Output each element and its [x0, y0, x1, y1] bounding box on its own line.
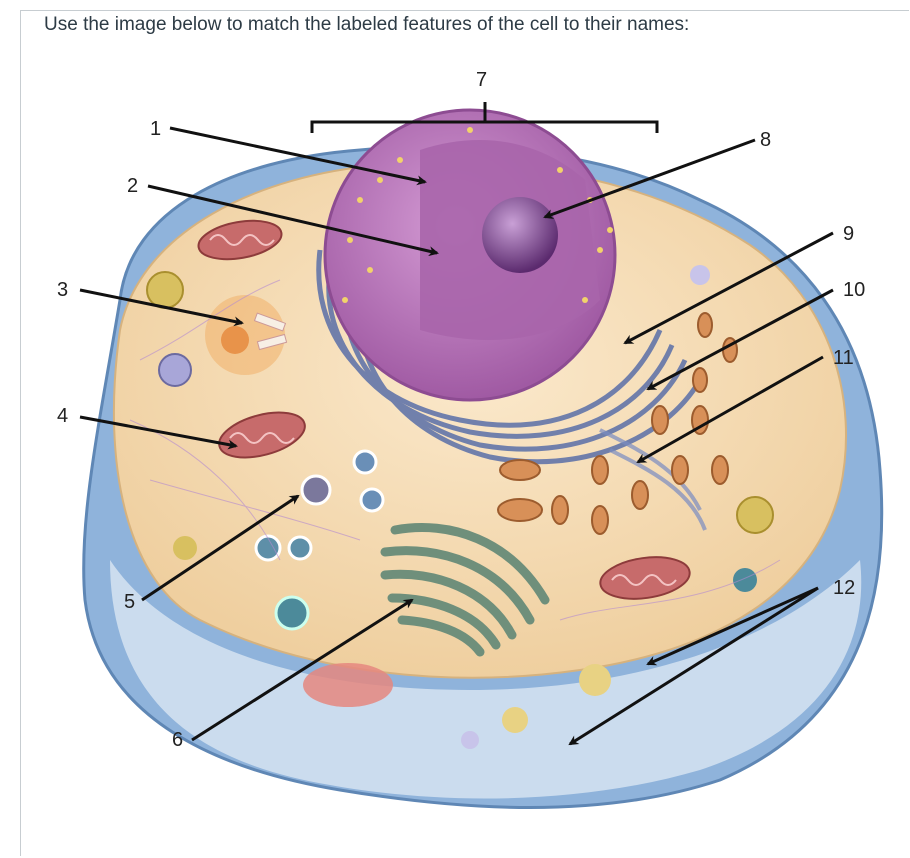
label-3: 3: [57, 279, 68, 301]
label-7: 7: [476, 69, 487, 91]
arrow-3: [79, 288, 244, 327]
label-6: 6: [172, 729, 183, 751]
arrow-11: [636, 355, 824, 464]
arrow-12a: [646, 586, 819, 666]
label-5: 5: [124, 591, 135, 613]
golgi-apparatus: [380, 523, 550, 657]
arrow-2: [147, 184, 439, 257]
mitochondria: [197, 219, 691, 600]
question-frame: [20, 10, 909, 856]
arrow-12b: [568, 586, 819, 746]
label-8: 8: [760, 129, 771, 151]
label-2: 2: [127, 175, 138, 197]
arrow-5: [141, 494, 300, 602]
arrow-1: [169, 126, 427, 186]
bracket-7: [310, 102, 659, 133]
arrow-6: [191, 598, 414, 742]
nucleolus: [482, 197, 558, 273]
arrow-4: [79, 415, 238, 450]
mitochondria-cristae: [209, 234, 677, 586]
cytoplasm-lower: [110, 560, 862, 799]
label-1: 1: [150, 118, 161, 140]
label-4: 4: [57, 405, 68, 427]
label-10: 10: [843, 279, 865, 301]
label-12: 12: [833, 577, 855, 599]
arrow-10: [646, 288, 834, 391]
arrow-8: [543, 138, 756, 219]
label-11: 11: [833, 347, 854, 369]
leader-arrows: [79, 126, 834, 746]
centrosome: [205, 295, 288, 375]
question-prompt: Use the image below to match the labeled…: [44, 14, 690, 35]
vesicles: [146, 265, 774, 749]
label-9: 9: [843, 223, 854, 245]
smooth-er: [599, 428, 707, 531]
arrow-9: [623, 231, 834, 345]
